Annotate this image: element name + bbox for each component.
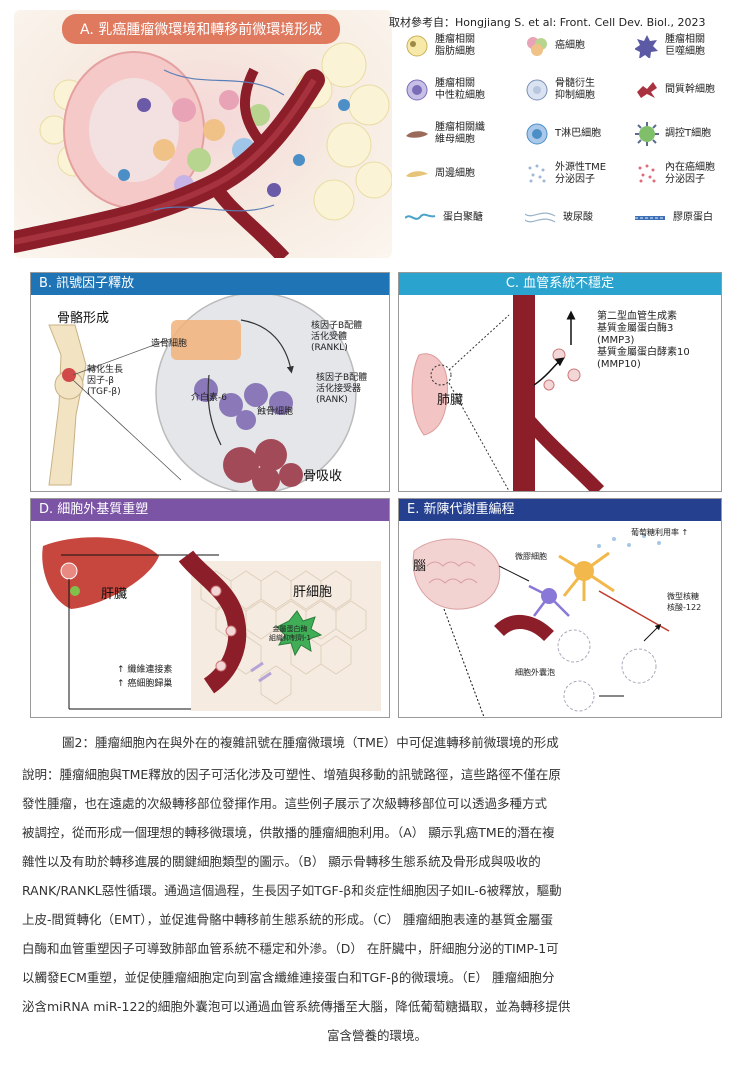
tgf-beta-label: 轉化生長 因子-β (TGF-β) (87, 365, 124, 397)
legend-item: 蛋白聚醣 (405, 206, 483, 230)
legend-item: 腫瘤相關 中性粒細胞 (405, 78, 485, 102)
mesenchymal-stem-cell-icon (637, 82, 657, 98)
tumor-microenvironment-illustration (14, 42, 392, 258)
legend-item: 調控T細胞 (635, 122, 711, 146)
caption-line: 以觸發ECM重塑，並促使腫瘤細胞定向到富含纖維連接蛋白和TGF-β的微環境。（E… (22, 970, 555, 985)
pericyte-icon (406, 171, 428, 178)
caption-line: 雜性以及有助於轉移進展的關鍵細胞類型的圖示。（B） 顯示骨轉移生態系統及骨形成與… (22, 854, 541, 869)
legend-item: T淋巴細胞 (525, 122, 601, 146)
caption-line: 發性腫瘤，也在遠處的次級轉移部位發揮作用。這些例子展示了次級轉移部位可以透過多種… (22, 796, 548, 811)
hyaluronic-acid-icon (525, 212, 556, 223)
bone-resorption-label: 骨吸收 (303, 469, 343, 484)
fibroblast-icon (406, 131, 428, 138)
timp1-label: 金屬蛋白酶 組織抑制劑-1 (269, 625, 311, 642)
legend-item-label: 內在癌細胞 分泌因子 (665, 162, 715, 185)
intrinsic-factor-icon (638, 164, 656, 183)
legend-item: 外源性TME 分泌因子 (525, 162, 606, 186)
adipocyte-icon (406, 35, 428, 57)
legend-item: 腫瘤相關 脂肪細胞 (405, 34, 475, 58)
hepatocyte-label: 肝細胞 (293, 585, 333, 600)
panel-d-title: D. 細胞外基質重塑 (31, 499, 389, 521)
caption-line: 富含營養的環境。 (326, 1028, 427, 1043)
figure-caption-body: 說明：腫瘤細胞與TME釋放的因子可活化涉及可塑性、增殖與移動的訊號路徑，這些路徑… (22, 760, 732, 1050)
neutrophil-icon (406, 79, 428, 101)
bone-formation-label: 骨骼形成 (57, 311, 110, 326)
treg-icon (635, 122, 659, 146)
panel-d-ecm-remodeling: D. 細胞外基質重塑 肝臟 肝細胞 金屬蛋白酶 組織抑制劑-1 ↑ 纖維連接素 … (30, 498, 390, 718)
panel-b-signal-release: B. 訊號因子釋放 骨骼形成 骨吸收 轉化生長 因子-β (TGF-β) 造骨細… (30, 272, 390, 492)
legend-item-label: 膠原蛋白 (673, 212, 713, 223)
brain-label: 腦 (413, 559, 427, 574)
cancer-cell-icon (527, 37, 547, 56)
caption-line: 泌含miRNA miR-122的細胞外囊泡可以通過血管系統傳播至大腦，降低葡萄糖… (22, 999, 571, 1014)
rankl-label: 核因子B配體 活化受體 (RANKL) (311, 321, 363, 353)
t-cell-icon (526, 123, 548, 145)
legend-item: 腫瘤相關 巨噬細胞 (635, 34, 705, 58)
collagen-icon (635, 216, 665, 220)
lung-label: 肺臟 (437, 393, 464, 408)
legend-item-label: 癌細胞 (555, 40, 585, 51)
panel-c-vascular-instability: C. 血管系統不穩定 肺臟 第二型血管生成素 基質金屬蛋白酶3 (MMP3) 基… (398, 272, 722, 492)
legend-item: 內在癌細胞 分泌因子 (635, 162, 715, 186)
brain-illustration (412, 534, 670, 717)
mdsc-icon (526, 79, 548, 101)
bone-metastasis-illustration (48, 295, 357, 491)
cell-type-legend: 腫瘤相關 脂肪細胞 癌細胞 腫瘤相關 巨噬細胞腫瘤相關 中性粒細胞 骨髓衍生 抑制細胞… (405, 34, 740, 244)
glucose-utilization-label: 葡萄糖利用率 ↑ (631, 528, 689, 537)
legend-item: 骨髓衍生 抑制細胞 (525, 78, 595, 102)
legend-item-label: 調控T細胞 (665, 128, 712, 139)
panel-a-title: A. 乳癌腫瘤微環境和轉移前微環境形成 (62, 14, 341, 44)
legend-item-label: T淋巴細胞 (555, 128, 602, 139)
panel-e-title: E. 新陳代謝重編程 (399, 499, 721, 521)
legend-item-label: 周邊細胞 (435, 168, 475, 179)
caption-line: RANK/RANKL惡性循環。通過這個過程，生長因子如TGF-β和炎症性細胞因子… (22, 883, 562, 898)
osteoblast-label: 造骨細胞 (151, 339, 188, 349)
caption-line: 白酶和血管重塑因子可導致肺部血管系統不穩定和外滲。（D） 在肝臟中，肝細胞分泌的… (22, 941, 559, 956)
legend-item-label: 蛋白聚醣 (443, 212, 483, 223)
legend-item-label: 玻尿酸 (563, 212, 593, 223)
panel-e-metabolic-reprogramming: E. 新陳代謝重編程 腦 葡萄糖利用率 ↑ 微膠細胞 微型核糖 核酸-122 細… (398, 498, 722, 718)
proteoglycan-icon (405, 213, 436, 220)
figure-caption-title: 圖2：腫瘤細胞內在與外在的複雜訊號在腫瘤微環境（TME）中可促進轉移前微環境的形… (62, 735, 559, 750)
exogenous-factor-icon (528, 164, 546, 183)
legend-item-label: 腫瘤相關纖 維母細胞 (435, 122, 485, 145)
legend-item: 膠原蛋白 (635, 206, 713, 230)
rank-label: 核因子B配體 活化接受器 (RANK) (316, 373, 368, 405)
legend-item-label: 骨髓衍生 抑制細胞 (555, 78, 595, 101)
exosome-label: 細胞外囊泡 (515, 668, 555, 677)
mirna-122-label: 微型核糖 核酸-122 (667, 592, 702, 612)
tumor-cell-homing-label: ↑ 癌細胞歸巢 (117, 679, 173, 689)
angiogenic-factors-label: 第二型血管生成素 基質金屬蛋白酶3 (MMP3) 基質金屬蛋白酵素10 (MMP… (597, 311, 690, 370)
liver-illustration (42, 537, 381, 711)
lung-vessel-illustration (411, 295, 605, 491)
macrophage-icon (635, 35, 658, 58)
legend-item-label: 腫瘤相關 巨噬細胞 (665, 34, 705, 57)
legend-item: 腫瘤相關纖 維母細胞 (405, 122, 485, 146)
legend-item: 間質幹細胞 (635, 78, 715, 102)
panel-b-title: B. 訊號因子釋放 (31, 273, 389, 295)
microglia-label: 微膠細胞 (515, 552, 547, 561)
panel-c-title: C. 血管系統不穩定 (399, 273, 721, 295)
legend-item: 周邊細胞 (405, 162, 475, 186)
legend-item: 玻尿酸 (525, 206, 593, 230)
legend-item-label: 腫瘤相關 脂肪細胞 (435, 34, 475, 57)
caption-line: 說明：腫瘤細胞與TME釋放的因子可活化涉及可塑性、增殖與移動的訊號路徑，這些路徑… (22, 767, 561, 782)
legend-item-label: 腫瘤相關 中性粒細胞 (435, 78, 485, 101)
legend-item-label: 間質幹細胞 (665, 84, 715, 95)
legend-item-label: 外源性TME 分泌因子 (555, 162, 607, 185)
fibronectin-label: ↑ 纖維連接素 (117, 665, 173, 675)
caption-line: 被調控，從而形成一個理想的轉移微環境，供散播的腫瘤細胞利用。（A） 顯示乳癌TM… (22, 825, 555, 840)
panel-a-tumor-microenvironment: A. 乳癌腫瘤微環境和轉移前微環境形成 (14, 10, 392, 258)
caption-line: 上皮-間質轉化（EMT），並促進骨骼中轉移前生態系統的形成。（C） 腫瘤細胞表達… (22, 912, 554, 927)
legend-item: 癌細胞 (525, 34, 585, 58)
osteoclast-label: 蝕骨細胞 (257, 407, 294, 417)
liver-label: 肝臟 (101, 587, 128, 602)
il6-label: 介白素-6 (191, 393, 227, 403)
reference-citation: 取材參考自：Hongjiang S. et al: Front. Cell De… (389, 16, 706, 29)
